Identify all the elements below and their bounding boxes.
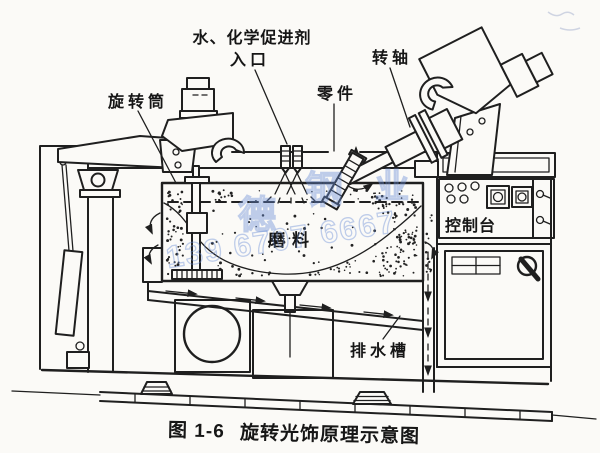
circulation-arrow xyxy=(144,212,161,235)
rotating-drum-label: 旋转筒 xyxy=(107,92,168,111)
pump-motor-circle xyxy=(182,304,242,364)
drum-spindle xyxy=(171,165,223,280)
barrel-left-bracket xyxy=(142,247,163,283)
workpiece-disc xyxy=(321,148,368,211)
abrasive-stipple xyxy=(165,188,418,278)
drum-paddle xyxy=(171,269,223,280)
figure-number: 图 1-6 xyxy=(168,419,225,442)
channel-stipple xyxy=(424,214,433,273)
square-button[interactable] xyxy=(511,186,533,208)
drive-coupling-c-shape xyxy=(211,137,246,163)
abrasive-label: 磨料 xyxy=(268,230,316,250)
spindle-lower-bracket xyxy=(271,280,309,296)
tilted-spindle-unit xyxy=(343,26,554,185)
watermark-char: 钢 xyxy=(305,170,343,212)
leader-lines xyxy=(137,67,411,340)
rotating-shaft-label: 转轴 xyxy=(372,48,412,67)
cabinet-door[interactable] xyxy=(436,243,552,368)
watermark-char: 德 xyxy=(238,195,276,237)
machine-foot-left xyxy=(140,381,173,395)
nozzle-valve xyxy=(292,145,303,174)
lower-drive-units xyxy=(174,280,334,379)
nameplate-grid xyxy=(451,256,501,275)
ground-and-rail xyxy=(11,381,597,422)
shaft-flange xyxy=(407,114,439,164)
panel-button[interactable] xyxy=(446,194,456,204)
nozzle-valve xyxy=(280,145,291,174)
rail-segments xyxy=(134,392,521,421)
panel-button[interactable] xyxy=(470,181,480,191)
control-cabinet: 控制台 xyxy=(414,152,556,368)
control-panel: 控制台 xyxy=(438,178,555,239)
figure-caption: 图 1-6 旋转光饰原理示意图 xyxy=(168,419,420,447)
panel-button[interactable] xyxy=(444,183,454,193)
tumbling-barrel xyxy=(142,165,425,301)
pencil-marks xyxy=(547,11,581,31)
key-switch[interactable] xyxy=(535,215,551,225)
spindle-coupling-c-shape xyxy=(419,76,454,111)
key-switch[interactable] xyxy=(535,189,551,199)
drum-drive-head xyxy=(161,77,246,163)
workpiece-label: 零件 xyxy=(316,84,357,103)
overflow-arrow xyxy=(424,241,440,260)
circulation-arrow xyxy=(143,244,159,265)
drain-channel-label: 排水槽 xyxy=(350,341,410,360)
pump-box xyxy=(174,299,251,373)
support-column xyxy=(77,169,121,373)
figure-title: 旋转光饰原理示意图 xyxy=(239,421,420,448)
callout-labels: 水、化学促进剂 入口 旋转筒 转轴 零件 磨料 排水槽 xyxy=(107,28,412,360)
machine-foot-right xyxy=(352,391,392,405)
hydraulic-cylinder xyxy=(54,158,90,369)
square-button[interactable] xyxy=(486,185,510,209)
gearbox xyxy=(252,309,334,379)
inlet-label-line1: 水、化学促进剂 xyxy=(192,28,311,47)
watermark-char: 业 xyxy=(375,168,409,206)
spray-nozzles xyxy=(266,145,316,204)
spindle-motor-body xyxy=(418,26,512,115)
control-panel-label: 控制台 xyxy=(445,216,496,235)
door-knob[interactable] xyxy=(516,255,541,282)
inlet-label-line2: 入口 xyxy=(230,51,270,69)
panel-button[interactable] xyxy=(459,194,469,204)
panel-button[interactable] xyxy=(457,182,467,192)
spray-lines xyxy=(266,172,316,204)
